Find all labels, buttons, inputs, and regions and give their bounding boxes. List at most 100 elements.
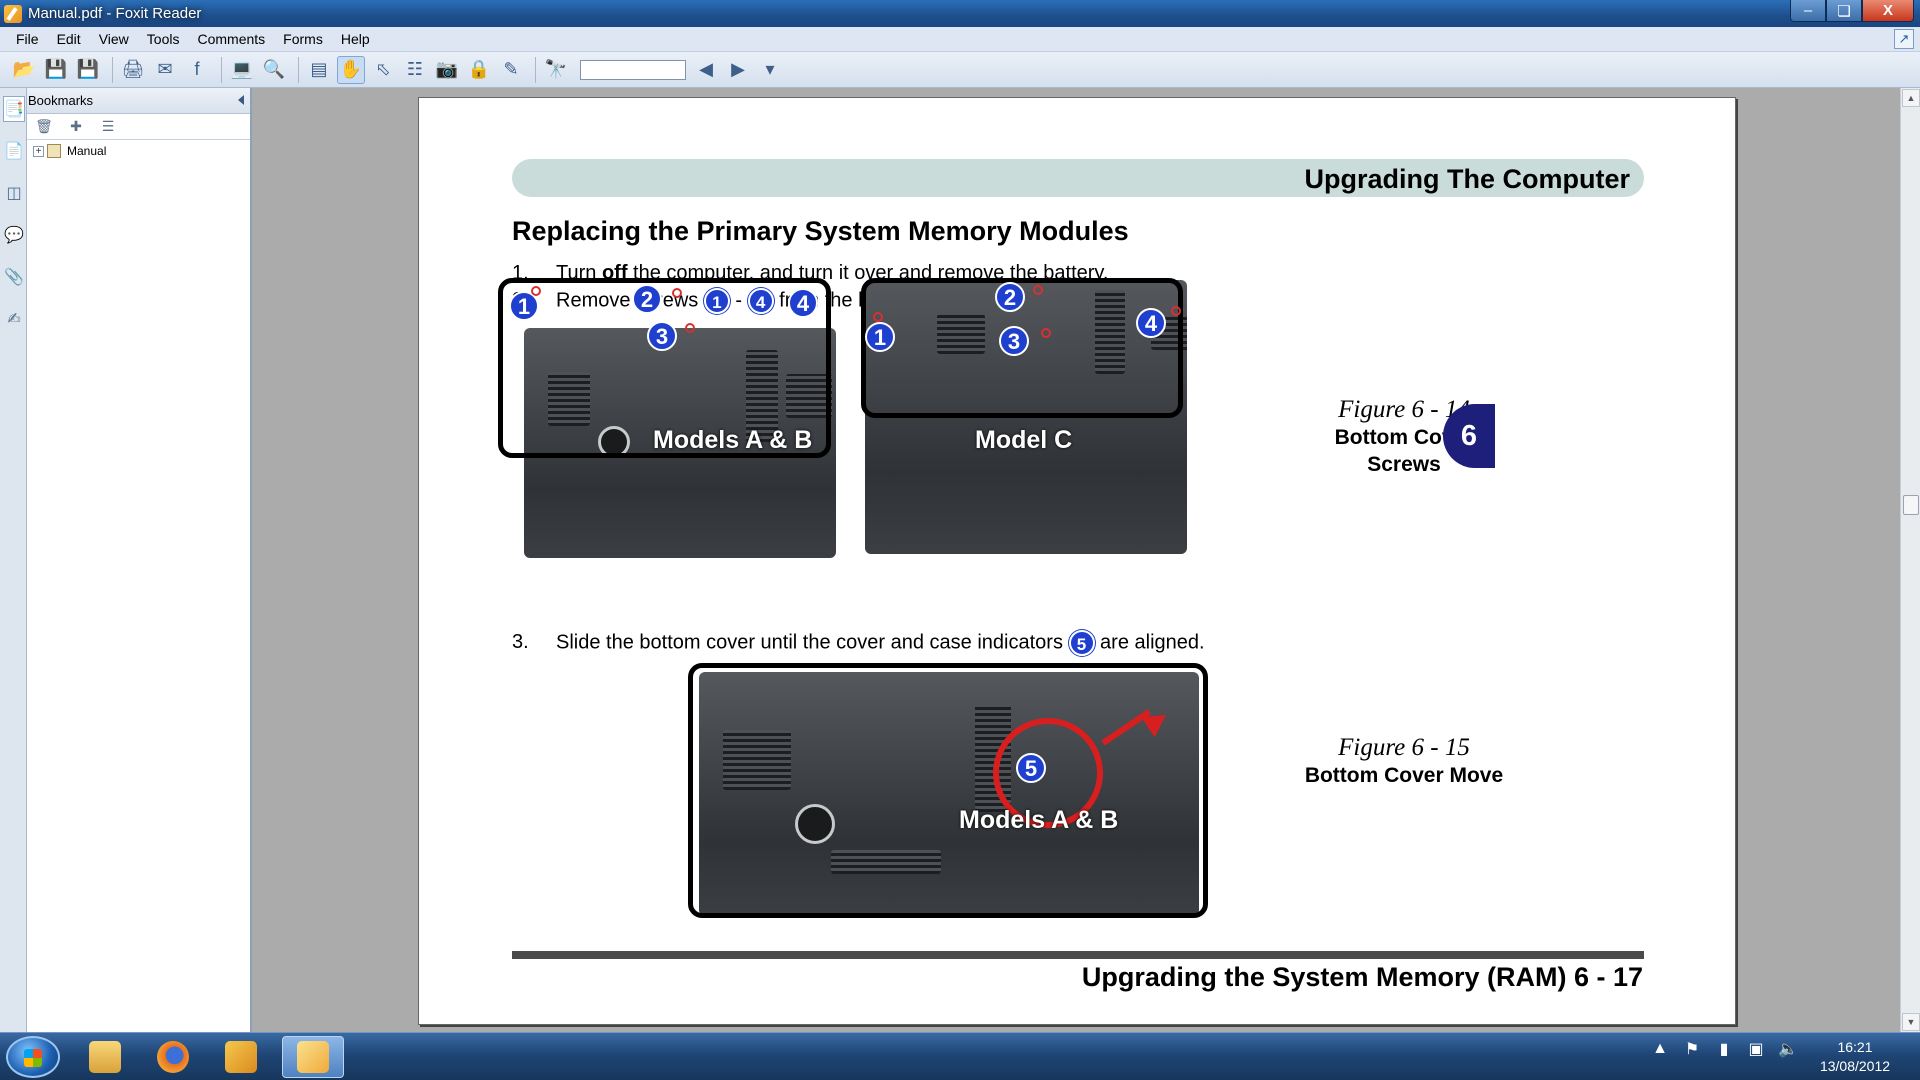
minimize-button[interactable]: – [1790,0,1826,22]
find-icon[interactable]: 🔭 [544,59,568,79]
menu-comments[interactable]: Comments [197,31,266,47]
expand-view-icon[interactable]: ↗ [1894,29,1914,49]
taskbar: ▲ ⚑ ▮ ▣ 🔈 16:21 13/08/2012 [0,1032,1920,1080]
document-viewer[interactable]: Upgrading The Computer Replacing the Pri… [252,88,1900,1032]
zoom-icon[interactable]: 🔍 [262,59,286,79]
bookmark-label[interactable]: Manual [67,144,107,158]
taskbar-app-tool[interactable] [210,1036,272,1078]
tree-expander-icon[interactable]: + [33,145,44,157]
action-center-flag-icon[interactable]: ⚑ [1684,1041,1700,1058]
figure-title: Bottom Cover [1334,426,1474,449]
taskbar-foxit-reader[interactable] [282,1036,344,1078]
menu-bar: File Edit View Tools Comments Forms Help… [0,27,1920,52]
toolbar: 📂 💾 💾 🖨 ✉ f 💻 🔍 ▤ ✋ ⬁ ☷ 📷 🔒 ✎ 🔭 ◀ ▶ ▾ [0,52,1920,88]
start-button[interactable] [6,1036,60,1078]
bottom-photo-cover-move [699,672,1199,916]
find-previous-icon[interactable]: ◀ [699,59,713,79]
power-icon[interactable]: ▮ [1719,1041,1729,1058]
bookmarks-tab-icon[interactable]: 📑 [3,96,25,122]
show-hidden-icons-icon[interactable]: ▲ [1652,1040,1668,1057]
menu-tools[interactable]: Tools [146,31,180,47]
bookmarks-toolbar: 🗑 ✚ ☰ [27,114,250,140]
screw-marker [672,288,682,298]
photo-label: Models A & B [959,806,1119,834]
window-title-bar[interactable]: Manual.pdf - Foxit Reader [0,0,1920,27]
find-next-icon[interactable]: ▶ [731,59,745,79]
facebook-icon[interactable]: f [194,59,200,79]
footer-rule [512,951,1644,959]
network-icon[interactable]: ▣ [1748,1041,1764,1058]
attachments-tab-icon[interactable]: 📎 [4,269,24,286]
snapshot-icon[interactable]: 📷 [435,59,459,79]
menu-forms[interactable]: Forms [283,31,323,47]
save-as-icon[interactable]: 💾 [76,59,100,79]
figure-caption-6-15: Figure 6 - 15 Bottom Cover Move [1284,734,1524,789]
screw-marker [1033,285,1043,295]
scrollbar-thumb[interactable] [1903,495,1919,515]
toolbar-separator [535,56,536,83]
menu-file[interactable]: File [16,31,39,47]
menu-edit[interactable]: Edit [56,31,81,47]
search-input[interactable] [580,59,686,80]
chapter-tab: 6 [1443,404,1495,468]
email-icon[interactable]: ✉ [157,59,173,79]
delete-bookmark-icon[interactable]: 🗑 [35,118,53,134]
save-icon[interactable]: 💾 [44,59,68,79]
foxit-icon [297,1041,329,1073]
full-screen-icon[interactable]: 💻 [230,59,254,79]
search-options-icon[interactable]: ▾ [765,59,775,79]
bookmark-item-manual[interactable]: + Manual [27,140,250,158]
expand-bookmark-icon[interactable]: ✚ [70,118,82,134]
tools-icon [225,1041,257,1073]
system-tray: ▲ ⚑ ▮ ▣ 🔈 [1650,1039,1810,1059]
vent-grille [831,850,941,874]
page-layout-icon[interactable]: ▤ [310,59,328,79]
maximize-button[interactable]: ❏ [1826,0,1862,22]
screw-callout: 3 [999,326,1029,356]
menu-view[interactable]: View [98,31,129,47]
screw-callout: 3 [647,321,677,351]
scroll-up-icon[interactable]: ▲ [1902,89,1920,107]
screw-marker [531,286,541,296]
menu-help[interactable]: Help [340,31,370,47]
typewriter-icon[interactable]: ✎ [503,59,519,79]
vent-grille [746,350,778,442]
foxit-app-icon[interactable] [4,4,22,23]
toolbar-separator [298,56,299,83]
bookmarks-title: Bookmarks [28,93,94,108]
callout-badge: 5 [1068,630,1095,656]
vertical-scrollbar[interactable]: ▲ ▼ [1900,88,1920,1032]
screw-callout: 2 [995,282,1025,312]
screw-callout: 4 [788,288,818,318]
pdf-page: Upgrading The Computer Replacing the Pri… [418,97,1736,1025]
bookmark-options-icon[interactable]: ☰ [101,118,115,134]
vent-grille [723,730,791,790]
close-button[interactable]: X [1862,0,1914,22]
clock[interactable]: 16:21 13/08/2012 [1800,1038,1910,1076]
figure-number: Figure 6 - 15 [1338,734,1470,761]
select-tool-icon[interactable]: ⬁ [375,59,391,79]
vent-grille [786,374,832,418]
signatures-tab-icon[interactable]: ✍ [7,311,21,328]
hand-tool-icon[interactable]: ✋ [337,55,365,84]
taskbar-explorer[interactable] [74,1036,136,1078]
callout-badge: 1 [703,288,730,314]
text-select-icon[interactable]: ☷ [406,59,424,79]
volume-icon[interactable]: 🔈 [1778,1041,1798,1058]
toolbar-separator [112,56,113,83]
callout-badge: 4 [747,288,774,314]
taskbar-firefox[interactable] [142,1036,204,1078]
rms-icon[interactable]: 🔒 [467,59,491,79]
pages-tab-icon[interactable]: 📄 [4,143,24,160]
scroll-down-icon[interactable]: ▼ [1902,1013,1920,1031]
clock-date: 13/08/2012 [1819,1058,1891,1074]
open-icon[interactable]: 📂 [12,59,36,79]
layers-tab-icon[interactable]: ◫ [6,185,22,202]
collapse-panel-icon[interactable] [238,95,244,105]
firefox-icon [157,1041,189,1073]
step-number: 3. [512,631,529,654]
clock-time: 16:21 [1837,1039,1873,1055]
print-icon[interactable]: 🖨 [121,59,145,79]
comments-tab-icon[interactable]: 💬 [4,227,24,244]
page-footer: Upgrading the System Memory (RAM) 6 - 17 [1081,962,1643,992]
